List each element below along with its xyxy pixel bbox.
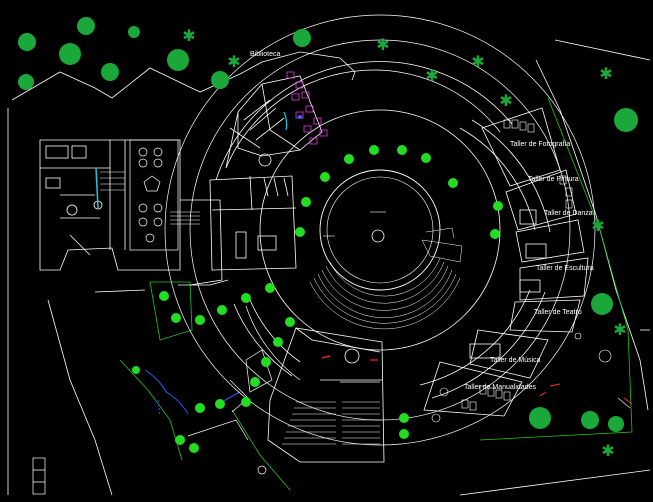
auditorium-building [267, 327, 385, 463]
svg-text:✱: ✱ [613, 320, 626, 339]
biblioteca-building [225, 75, 323, 169]
svg-text:✱: ✱ [182, 26, 195, 45]
label-taller-manualidades: Taller de Manualidades [464, 384, 536, 391]
left-stair-cores [100, 171, 200, 225]
red-markers [539, 383, 633, 405]
trees [18, 17, 638, 432]
workshop-wedges [423, 107, 589, 417]
label-taller-escultura: Taller de Escultura [536, 265, 594, 272]
svg-text:✱: ✱ [599, 64, 612, 83]
svg-text:✱: ✱ [601, 441, 614, 460]
svg-text:✱: ✱ [499, 91, 512, 110]
auditorium-seating [282, 401, 380, 445]
label-taller-teatro: Taller de Teatro [534, 309, 582, 316]
label-biblioteca: Biblioteca [250, 51, 280, 58]
star-shrubs: ✱ ✱ ✱ ✱ ✱ ✱ ✱ ✱ ✱ ✱ [182, 26, 626, 460]
svg-text:✱: ✱ [376, 35, 389, 54]
left-tables-area [129, 139, 179, 251]
workshop-furniture [431, 119, 631, 423]
svg-text:✱: ✱ [471, 52, 484, 71]
label-taller-musica: Taller de Música [490, 357, 541, 364]
svg-text:✱: ✱ [591, 216, 604, 235]
library-accent-details [283, 111, 302, 131]
building-ring-walls [215, 61, 551, 399]
label-taller-danza: Taller de Danza [544, 210, 593, 217]
amphitheater-steps [309, 227, 463, 330]
library-tables [286, 71, 328, 145]
label-taller-pintura: Taller de Pintura [528, 176, 579, 183]
scale-marker [32, 457, 46, 495]
left-cyan-detail [95, 167, 99, 209]
site-boundary [7, 39, 651, 496]
svg-text:✱: ✱ [227, 52, 240, 71]
office-block [209, 175, 297, 271]
svg-text:✱: ✱ [425, 66, 438, 85]
label-taller-fotografia: Taller de Fotografía [510, 141, 570, 148]
left-service-building [39, 139, 229, 293]
room-labels: Biblioteca Taller de Fotografía Taller d… [250, 51, 594, 391]
stage-accents [321, 355, 378, 361]
ring-shrubs [132, 145, 503, 453]
